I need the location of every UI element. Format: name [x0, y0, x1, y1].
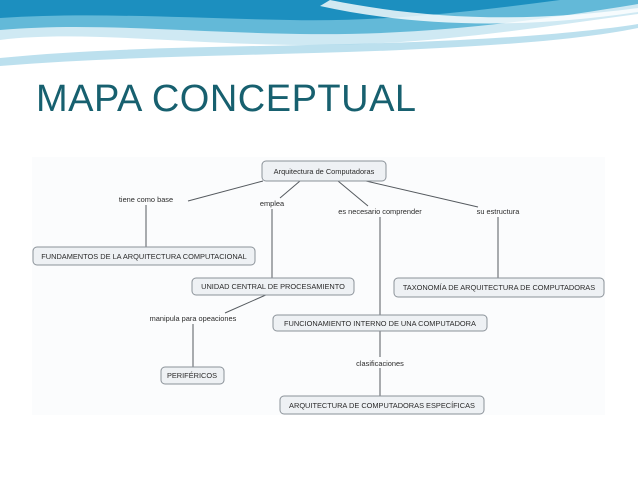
node-label-perifericos: PERIFÉRICOS [167, 371, 217, 380]
connector-ucp-to-manipula [224, 293, 269, 314]
link-label-clasificaciones: clasificaciones [356, 359, 404, 368]
link-label-es-necesario-comprender: es necesario comprender [338, 207, 422, 216]
link-label-tiene-como-base: tiene como base [119, 195, 173, 204]
node-label-fundamentos: FUNDAMENTOS DE LA ARQUITECTURA COMPUTACI… [41, 252, 246, 261]
connector-root-to-comprender [337, 180, 369, 207]
node-fundamentos: FUNDAMENTOS DE LA ARQUITECTURA COMPUTACI… [32, 246, 256, 266]
concept-map-connectors [145, 180, 499, 396]
link-label-manipula-para-opeaciones: manipula para opeaciones [150, 314, 237, 323]
node-arquitectura-de-computadoras: Arquitectura de Computadoras [261, 160, 387, 182]
node-label-root: Arquitectura de Computadoras [274, 167, 375, 176]
slide-title: MAPA CONCEPTUAL [36, 78, 417, 120]
link-label-su-estructura: su estructura [477, 207, 521, 216]
node-perifericos: PERIFÉRICOS [160, 366, 225, 385]
banner-lower-swoosh [0, 24, 638, 66]
node-unidad-central-de-procesamiento: UNIDAD CENTRAL DE PROCESAMIENTO [191, 277, 355, 296]
link-label-emplea: emplea [260, 199, 285, 208]
connector-root-to-estructura [365, 180, 479, 208]
connector-root-to-emplea [279, 180, 301, 199]
node-funcionamiento-interno: FUNCIONAMIENTO INTERNO DE UNA COMPUTADOR… [272, 314, 488, 332]
banner-white-swoosh [320, 0, 638, 24]
node-arquitectura-especificas: ARQUITECTURA DE COMPUTADORAS ESPECÍFICAS [279, 395, 485, 415]
connector-root-to-base [187, 180, 264, 202]
node-label-especificas: ARQUITECTURA DE COMPUTADORAS ESPECÍFICAS [289, 401, 475, 410]
node-label-ucp: UNIDAD CENTRAL DE PROCESAMIENTO [201, 282, 345, 291]
node-taxonomia: TAXONOMÍA DE ARQUITECTURA DE COMPUTADORA… [393, 277, 605, 298]
node-label-funcionamiento: FUNCIONAMIENTO INTERNO DE UNA COMPUTADOR… [284, 319, 476, 328]
node-label-taxonomia: TAXONOMÍA DE ARQUITECTURA DE COMPUTADORA… [403, 283, 595, 292]
decorative-header-banner [0, 0, 638, 66]
